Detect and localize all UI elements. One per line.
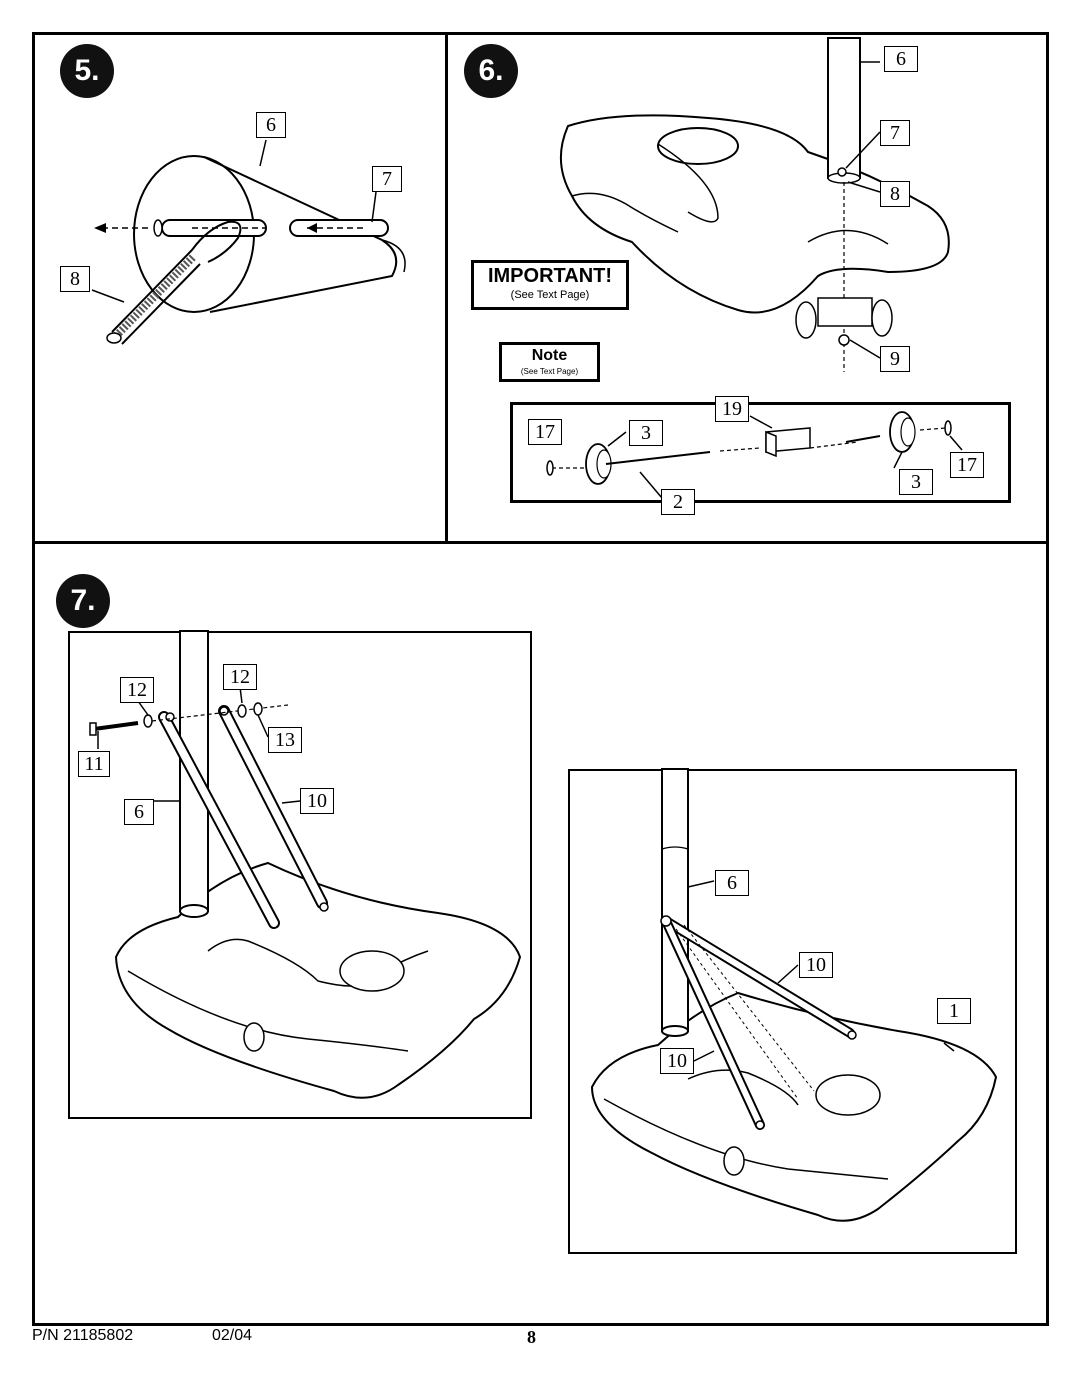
step7-left-inset <box>68 631 532 1119</box>
step6-callout-8: 8 <box>880 181 910 207</box>
step7-left-callout-12-b: 12 <box>223 664 257 690</box>
important-notice: IMPORTANT! (See Text Page) <box>471 260 629 310</box>
step5-callout-8: 8 <box>60 266 90 292</box>
step5-callout-7: 7 <box>372 166 402 192</box>
step5-number: 5. <box>60 44 114 98</box>
inset-callout-17-left: 17 <box>528 419 562 445</box>
step6-number: 6. <box>464 44 518 98</box>
page-number: 8 <box>527 1327 536 1347</box>
step7-left-callout-12-a: 12 <box>120 677 154 703</box>
step7-left-callout-11: 11 <box>78 751 110 777</box>
step7-right-callout-6: 6 <box>715 870 749 896</box>
important-subtitle: (See Text Page) <box>510 289 590 301</box>
note-subtitle: (See Text Page) <box>520 367 579 376</box>
note-title: Note <box>531 347 568 364</box>
inset-callout-3-right: 3 <box>899 469 933 495</box>
step7-right-callout-10-upper: 10 <box>799 952 833 978</box>
step7-right-inset <box>568 769 1017 1254</box>
caster-assembly-illustration <box>546 411 963 499</box>
inset-callout-19: 19 <box>715 396 749 422</box>
inset-callout-17-right: 17 <box>950 452 984 478</box>
step6-callout-6: 6 <box>884 46 918 72</box>
step7-left-illustration <box>89 630 522 1099</box>
revision-date: 02/04 <box>212 1327 253 1344</box>
inset-callout-2: 2 <box>661 489 695 515</box>
step7-left-callout-10: 10 <box>300 788 334 814</box>
step5-illustration <box>91 139 406 345</box>
part-number: P/N 21185802 <box>32 1327 134 1344</box>
step5-callout-6: 6 <box>256 112 286 138</box>
step7-left-callout-13: 13 <box>268 727 302 753</box>
important-title: IMPORTANT! <box>487 265 613 287</box>
step7-panel <box>32 541 1049 1326</box>
step7-left-callout-6: 6 <box>124 799 154 825</box>
step7-number: 7. <box>56 574 110 628</box>
step7-right-callout-10-lower: 10 <box>660 1048 694 1074</box>
inset-callout-3-left: 3 <box>629 420 663 446</box>
note-notice: Note (See Text Page) <box>499 342 600 382</box>
step6-base-illustration <box>559 37 950 372</box>
step6-callout-9: 9 <box>880 346 910 372</box>
step7-right-callout-1: 1 <box>937 998 971 1024</box>
step6-callout-7: 7 <box>880 120 910 146</box>
